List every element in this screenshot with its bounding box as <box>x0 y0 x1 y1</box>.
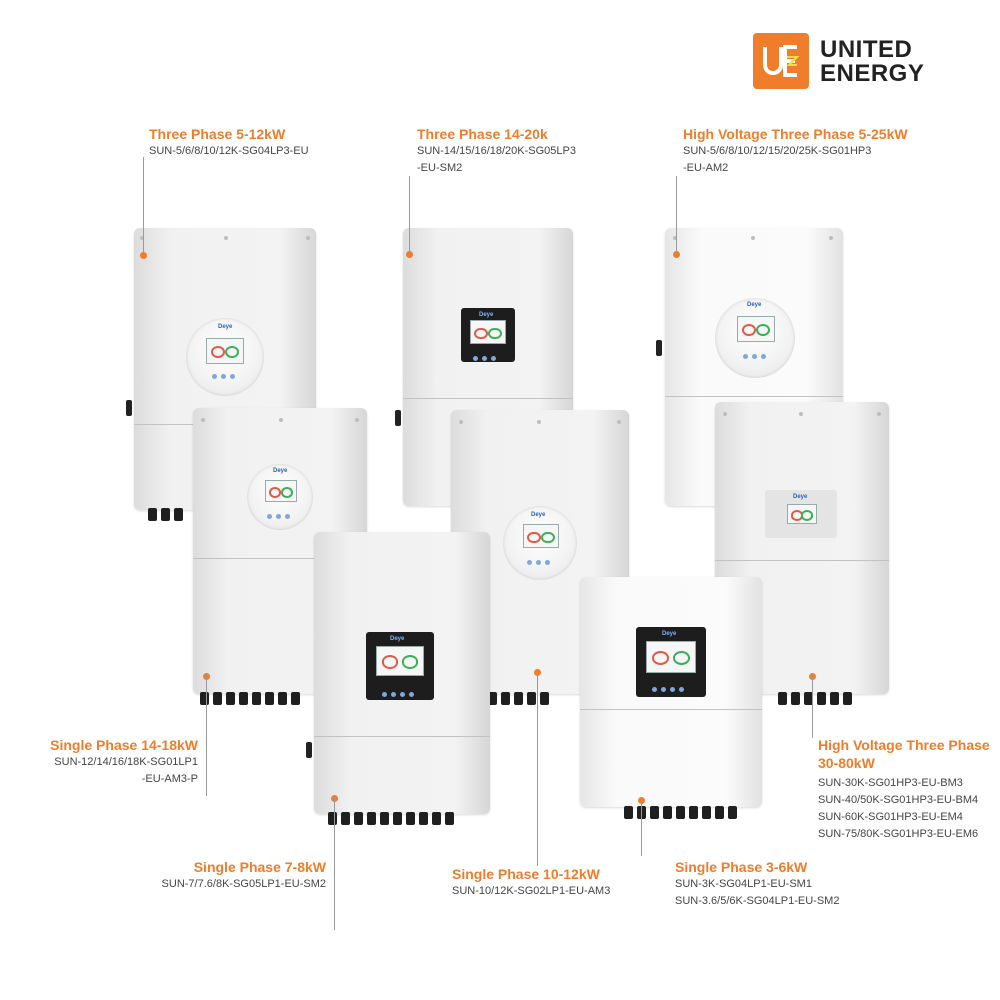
inverter-control-panel: Deye <box>366 632 434 700</box>
product-label-single-phase-7-8kw: Single Phase 7-8kW SUN-7/7.6/8K-SG05LP1-… <box>150 858 326 893</box>
inverter-display <box>787 504 817 524</box>
product-code: -EU-AM2 <box>683 162 729 174</box>
cable-glands <box>200 692 304 706</box>
cable-glands <box>148 508 187 522</box>
product-code: SUN-3.6/5/6K-SG04LP1-EU-SM2 <box>675 895 840 907</box>
inverter-buttons <box>210 366 237 379</box>
inverter-display <box>376 646 424 676</box>
inverter-single-phase-7-8kw: Deye <box>306 532 490 814</box>
product-label-single-phase-14-18kw: Single Phase 14-18kW SUN-12/14/16/18K-SG… <box>50 736 198 788</box>
product-code: -EU-AM3-P <box>141 773 198 785</box>
product-code: -EU-SM2 <box>417 162 463 174</box>
product-code: SUN-30K-SG01HP3-EU-BM3 <box>818 777 963 789</box>
side-handle <box>656 340 662 356</box>
inverter-display <box>646 641 696 673</box>
product-title: High Voltage Three Phase 5-25kW <box>683 126 908 142</box>
product-code: SUN-5/6/8/10/12K-SG04LP3-EU <box>149 145 309 157</box>
product-title: High Voltage Three Phase 30-80kW <box>818 737 990 771</box>
inverter-control-panel: Deye <box>461 308 515 362</box>
inverter-display <box>265 480 297 502</box>
inverter-control-panel: Deye <box>636 627 706 697</box>
inverter-display <box>523 524 559 548</box>
cable-glands <box>778 692 856 706</box>
product-label-three-phase-5-12kw: Three Phase 5-12kW SUN-5/6/8/10/12K-SG04… <box>149 125 309 160</box>
inverter-display <box>206 338 244 364</box>
product-label-three-phase-14-20k: Three Phase 14-20k SUN-14/15/16/18/20K-S… <box>417 125 576 177</box>
product-title: Single Phase 7-8kW <box>193 859 326 875</box>
product-code: SUN-10/12K-SG02LP1-EU-AM3 <box>452 885 611 897</box>
product-code: SUN-7/7.6/8K-SG05LP1-EU-SM2 <box>161 878 326 890</box>
product-label-single-phase-3-6kw: Single Phase 3-6kW SUN-3K-SG04LP1-EU-SM1… <box>675 858 839 910</box>
product-code: SUN-3K-SG04LP1-EU-SM1 <box>675 878 812 890</box>
inverter-single-phase-3-6kw: Deye <box>580 577 762 807</box>
product-code: SUN-5/6/8/10/12/15/20/25K-SG01HP3 <box>683 145 872 157</box>
inverter-display <box>470 320 506 344</box>
product-code: SUN-14/15/16/18/20K-SG05LP3 <box>417 145 576 157</box>
product-code: SUN-40/50K-SG01HP3-EU-BM4 <box>818 794 979 806</box>
side-handle <box>395 410 401 426</box>
product-title: Three Phase 5-12kW <box>149 126 286 142</box>
side-handle <box>306 742 312 758</box>
product-label-hv-three-phase-5-25kw: High Voltage Three Phase 5-25kW SUN-5/6/… <box>683 125 908 177</box>
product-title: Single Phase 3-6kW <box>675 859 808 875</box>
device-brand-label: Deye <box>218 324 233 330</box>
product-label-single-phase-10-12kw: Single Phase 10-12kW SUN-10/12K-SG02LP1-… <box>452 865 610 900</box>
product-code: SUN-75/80K-SG01HP3-EU-EM6 <box>818 828 979 840</box>
product-label-hv-three-phase-30-80kw: High Voltage Three Phase 30-80kW SUN-30K… <box>818 736 998 843</box>
brand-name-line1: UNITED <box>820 36 913 63</box>
product-title: Three Phase 14-20k <box>417 126 548 142</box>
product-title: Single Phase 14-18kW <box>50 737 198 753</box>
product-title: Single Phase 10-12kW <box>452 866 600 882</box>
cable-glands <box>328 812 458 826</box>
product-code: SUN-60K-SG01HP3-EU-EM4 <box>818 811 963 823</box>
united-energy-logo-icon <box>753 33 809 89</box>
side-handle <box>126 400 132 416</box>
inverter-display <box>737 316 775 342</box>
product-code: SUN-12/14/16/18K-SG01LP1 <box>54 756 198 768</box>
brand-name-line2: ENERGY <box>820 60 925 87</box>
